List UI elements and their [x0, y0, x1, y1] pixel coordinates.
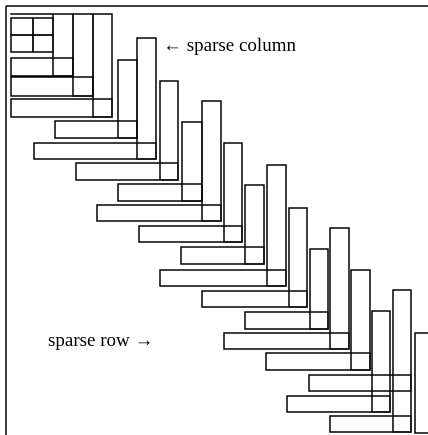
column-block-8 [223, 142, 243, 243]
row-block-22 [350, 269, 371, 371]
column-block-0 [117, 59, 138, 139]
sparse-column-label: ← sparse column [163, 35, 296, 56]
dense-cell-1 [10, 34, 34, 53]
column-block-27 [308, 374, 412, 392]
row-block-26 [414, 332, 428, 434]
column-block-23 [265, 352, 371, 371]
column-block-12 [244, 184, 265, 265]
column-block-5 [96, 204, 222, 222]
row-block-25 [329, 415, 412, 433]
sparse-row-block [33, 142, 157, 160]
column-block-2 [159, 80, 179, 181]
column-block-15 [201, 290, 308, 308]
dense-cell-6 [10, 57, 74, 77]
sparse-column-block [136, 37, 157, 160]
row-block-24 [392, 289, 412, 433]
row-block-19 [244, 311, 329, 330]
dense-cell-5 [52, 13, 74, 77]
row-block-7 [117, 183, 203, 202]
row-block-4 [201, 100, 222, 222]
dense-cell-3 [32, 34, 54, 53]
sparse-l-blocks [33, 37, 428, 434]
dense-cell-2 [32, 17, 54, 36]
column-block-3 [75, 162, 179, 181]
dense-corner-block [10, 13, 113, 118]
dense-cell-10 [10, 98, 113, 118]
dense-cell-8 [10, 76, 94, 97]
row-block-16 [329, 227, 350, 350]
row-block-10 [266, 164, 287, 287]
sparse-row-label: sparse row → [48, 330, 154, 351]
row-block-20 [371, 310, 391, 413]
column-block-18 [309, 248, 329, 330]
row-block-1 [54, 120, 138, 139]
column-block-6 [181, 121, 203, 202]
dense-cell-0 [10, 17, 34, 36]
row-block-13 [180, 246, 265, 265]
column-block-21 [286, 395, 391, 413]
dense-cell-7 [72, 13, 94, 97]
column-block-17 [223, 332, 350, 350]
column-block-11 [159, 269, 287, 287]
column-block-14 [288, 207, 308, 308]
column-block-9 [138, 225, 243, 243]
dense-cell-9 [92, 13, 113, 118]
